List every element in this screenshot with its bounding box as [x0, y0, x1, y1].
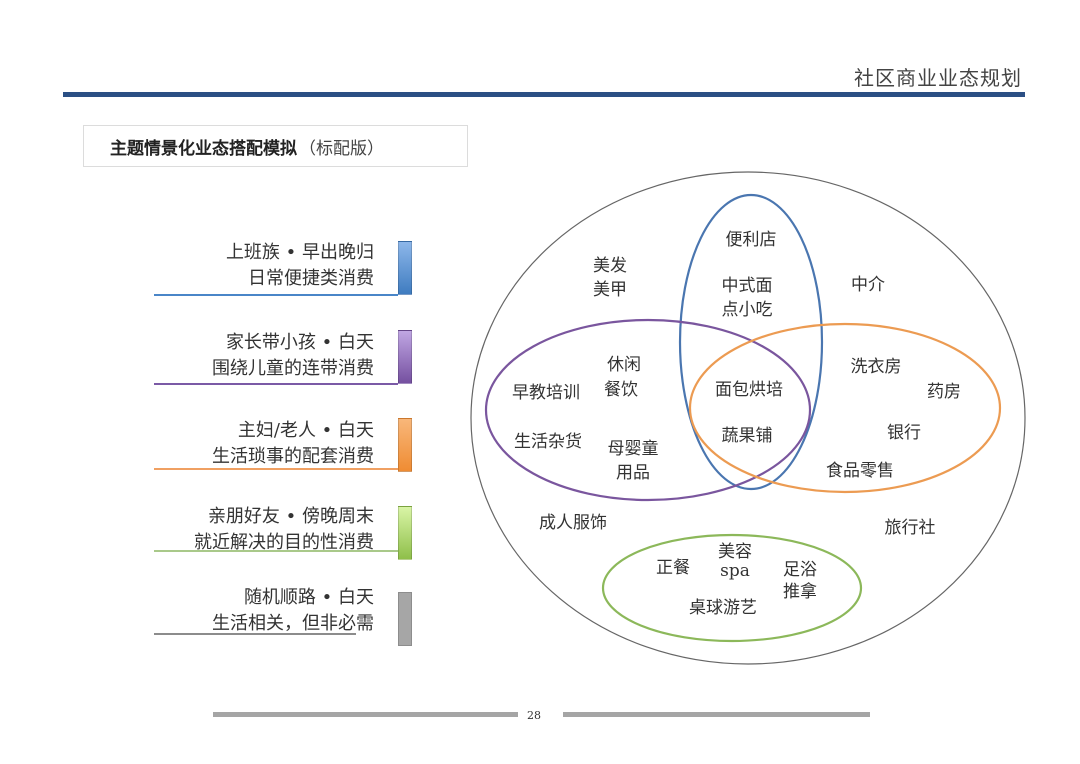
label-formal-dining: 正餐 [656, 558, 690, 578]
label-hair-salon: 美发 [593, 256, 627, 276]
persona-color-bar [398, 330, 412, 384]
persona-line1: 随机顺路 • 白天 [243, 587, 374, 608]
persona-color-bar [398, 592, 412, 646]
persona-line2: 围绕儿童的连带消费 [212, 358, 374, 379]
footer-rule-left [213, 712, 518, 717]
label-nail-salon: 美甲 [593, 280, 627, 300]
persona-underline [154, 383, 398, 385]
persona-underline [154, 294, 398, 296]
slide-title-suffix: （标配版） [299, 138, 384, 159]
slide-title-box: 主题情景化业态搭配模拟 （标配版） [83, 125, 468, 167]
persona-color-bar [398, 418, 412, 472]
persona-passerby: 随机顺路 • 白天 生活相关，但非必需 [150, 587, 412, 649]
label-early-education: 早教培训 [512, 383, 580, 403]
label-bakery: 面包烘培 [715, 380, 783, 400]
label-produce-shop: 蔬果铺 [721, 426, 773, 446]
label-leisure: 休闲 [607, 355, 641, 375]
persona-underline [154, 633, 356, 635]
blue-ellipse-commuter [678, 193, 824, 491]
persona-line2: 日常便捷类消费 [248, 268, 374, 289]
slide-title: 主题情景化业态搭配模拟 [110, 138, 297, 159]
label-adult-apparel: 成人服饰 [539, 513, 607, 533]
persona-underline [154, 550, 398, 552]
persona-commuter: 上班族 • 早出晚归 日常便捷类消费 [150, 240, 412, 298]
persona-line1: 主妇/老人 • 白天 [237, 420, 374, 441]
persona-parent-child: 家长带小孩 • 白天 围绕儿童的连带消费 [150, 330, 412, 388]
green-ellipse-friends [601, 533, 863, 643]
label-agency: 中介 [851, 275, 885, 295]
label-maternity: 母婴童 [607, 439, 659, 459]
persona-line1: 家长带小孩 • 白天 [225, 332, 374, 353]
persona-line2: 生活相关，但非必需 [212, 613, 374, 634]
footer-rule-right [563, 712, 870, 717]
label-convenience-store: 便利店 [725, 230, 777, 250]
label-chinese-noodles: 中式面 [721, 276, 773, 296]
persona-homemaker-elder: 主妇/老人 • 白天 生活琐事的配套消费 [150, 418, 412, 476]
outer-circle [470, 171, 1026, 665]
persona-line2: 生活琐事的配套消费 [212, 446, 374, 467]
purple-ellipse-parent-child [484, 318, 812, 502]
header-title: 社区商业业态规划 [854, 66, 1022, 90]
label-baby-goods: 用品 [616, 463, 650, 483]
persona-underline [154, 468, 398, 470]
label-food-retail: 食品零售 [826, 461, 894, 481]
persona-line1: 上班族 • 早出晚归 [225, 242, 374, 263]
persona-line1: 亲朋好友 • 傍晚周末 [207, 506, 374, 527]
persona-color-bar [398, 241, 412, 295]
label-foot-bath: 足浴 [783, 560, 817, 580]
label-massage: 推拿 [783, 582, 817, 602]
label-bank: 银行 [887, 423, 921, 443]
label-laundry: 洗衣房 [850, 357, 902, 377]
orange-ellipse-homemaker [688, 322, 1002, 494]
label-pharmacy: 药房 [927, 382, 961, 402]
page-number: 28 [527, 709, 541, 722]
persona-friends-family: 亲朋好友 • 傍晚周末 就近解决的目的性消费 [150, 504, 412, 562]
persona-color-bar [398, 506, 412, 560]
label-travel-agency: 旅行社 [884, 518, 936, 538]
label-dining: 餐饮 [604, 380, 638, 400]
label-groceries: 生活杂货 [514, 432, 582, 452]
persona-line2: 就近解决的目的性消费 [194, 532, 374, 553]
label-billiards-arcade: 桌球游艺 [689, 598, 757, 618]
label-beauty: 美容 [718, 542, 752, 562]
label-spa: spa [720, 561, 750, 581]
label-snacks: 点小吃 [721, 300, 773, 320]
header-rule [63, 92, 1025, 97]
